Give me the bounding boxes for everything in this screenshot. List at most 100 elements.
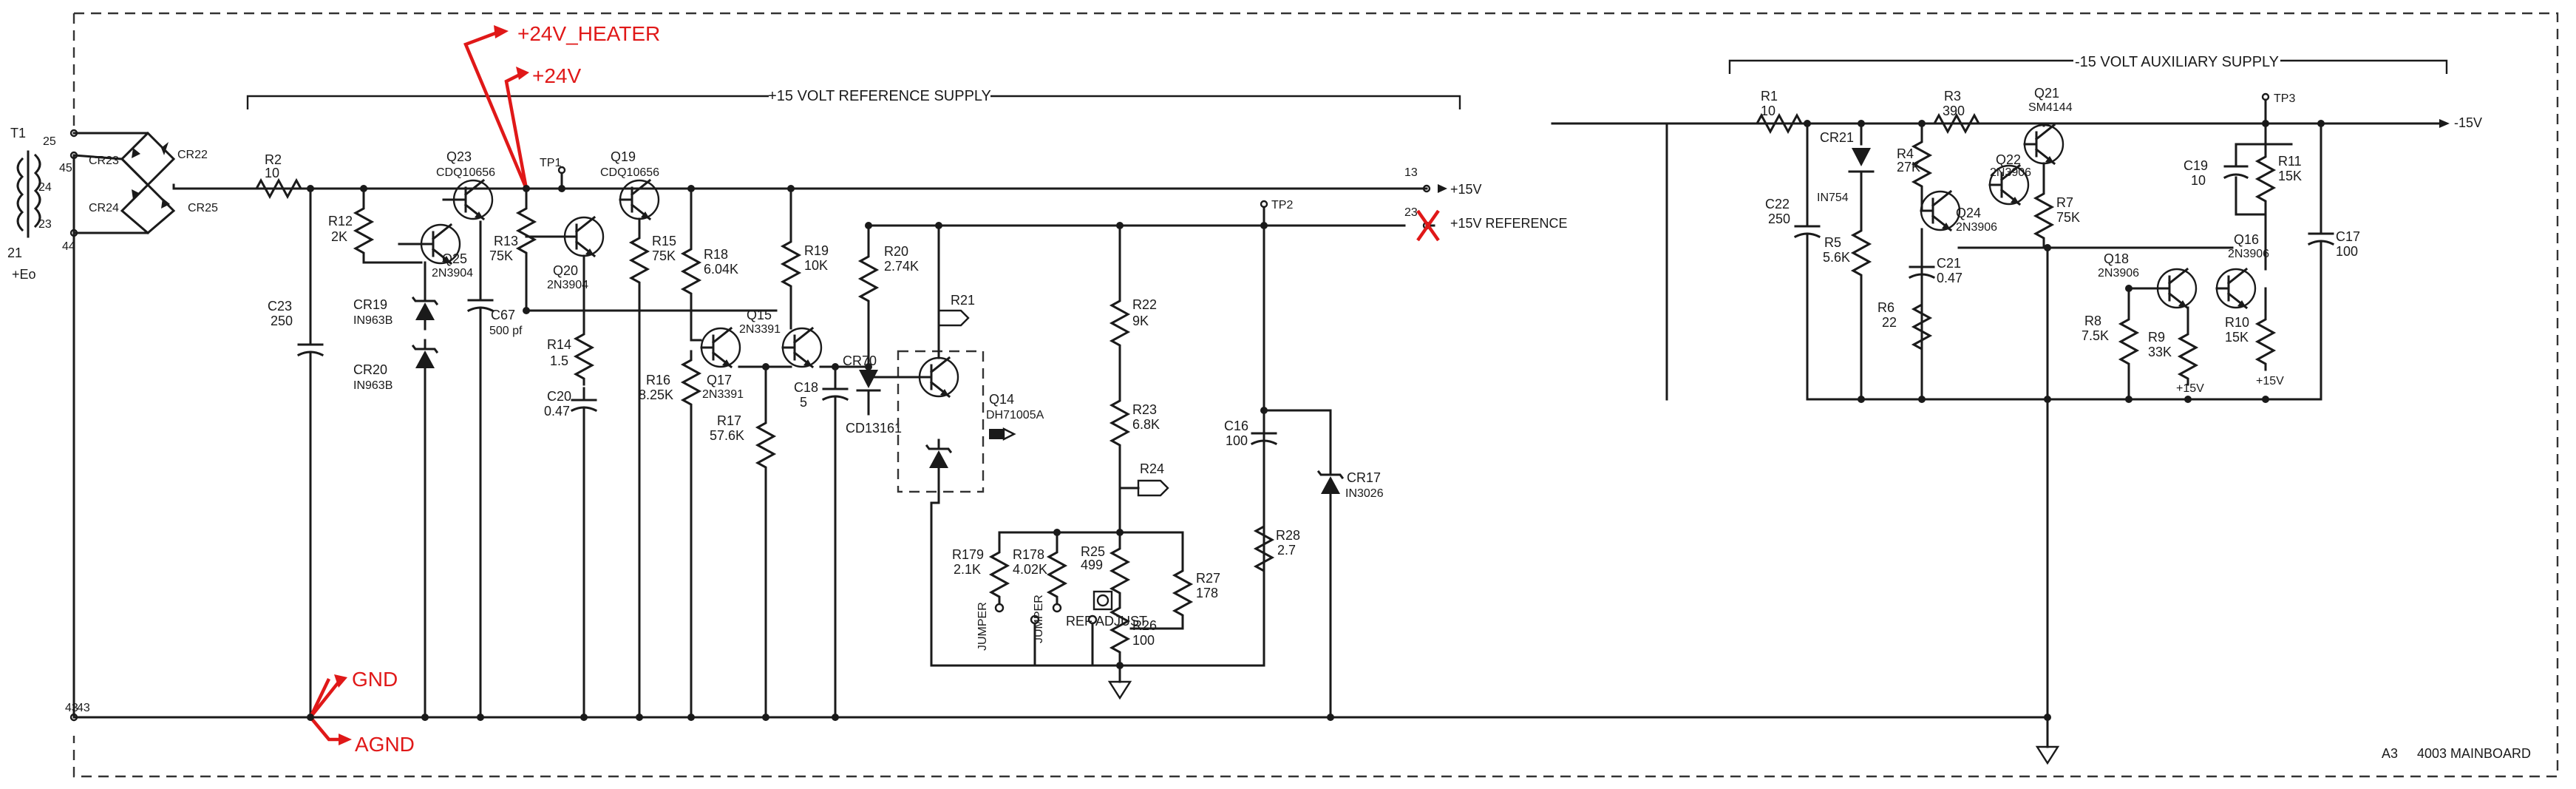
svg-text:500 pf: 500 pf (489, 325, 523, 337)
frame-border (72, 12, 2559, 778)
svg-text:R17: R17 (717, 413, 741, 428)
svg-text:CR19: CR19 (353, 297, 387, 312)
svg-text:C19: C19 (2184, 158, 2208, 173)
svg-text:DH71005A: DH71005A (986, 409, 1044, 421)
svg-text:R10: R10 (2225, 315, 2249, 330)
svg-text:9K: 9K (1132, 314, 1149, 328)
svg-text:390: 390 (1943, 104, 1965, 118)
svg-text:6.04K: 6.04K (704, 262, 738, 277)
svg-text:R4: R4 (1897, 146, 1914, 161)
svg-text:CR25: CR25 (188, 202, 218, 214)
svg-text:JUMPER: JUMPER (1033, 595, 1045, 643)
svg-text:2K: 2K (331, 229, 347, 244)
svg-text:43: 43 (77, 702, 90, 714)
svg-text:R3: R3 (1944, 89, 1961, 104)
svg-text:C17: C17 (2336, 229, 2360, 244)
svg-text:R19: R19 (804, 243, 829, 258)
svg-text:2N3906: 2N3906 (2228, 248, 2269, 260)
svg-text:2.7: 2.7 (1277, 543, 1296, 558)
svg-text:Q17: Q17 (707, 373, 732, 387)
svg-text:R18: R18 (704, 247, 728, 262)
svg-text:CD13161: CD13161 (846, 421, 902, 436)
svg-text:C67: C67 (491, 308, 515, 322)
svg-text:43: 43 (65, 702, 78, 714)
svg-text:Q21: Q21 (2034, 86, 2059, 101)
svg-text:2N3906: 2N3906 (2098, 267, 2139, 280)
aux-supply-bracket: -15 VOLT AUXILIARY SUPPLY (1728, 52, 2448, 74)
svg-text:R21: R21 (951, 293, 975, 308)
q14-package-outline (897, 350, 985, 493)
svg-text:75K: 75K (2056, 210, 2080, 225)
svg-text:R27: R27 (1196, 571, 1220, 586)
svg-text:CR22: CR22 (177, 149, 208, 161)
svg-text:5: 5 (800, 395, 807, 410)
svg-text:CR17: CR17 (1347, 470, 1381, 485)
svg-text:25: 25 (43, 135, 56, 148)
ref-supply-title: +15 VOLT REFERENCE SUPPLY (768, 88, 991, 104)
svg-text:5.6K: 5.6K (1823, 250, 1850, 265)
svg-text:R12: R12 (328, 214, 353, 228)
svg-text:4.02K: 4.02K (1013, 562, 1047, 577)
svg-text:2N3391: 2N3391 (739, 323, 781, 336)
svg-text:Q24: Q24 (1956, 206, 1981, 220)
svg-text:IN3026: IN3026 (1345, 487, 1384, 500)
svg-text:R178: R178 (1013, 547, 1044, 562)
svg-text:250: 250 (1768, 211, 1790, 226)
svg-text:250: 250 (271, 314, 293, 328)
transformer-t1: T1 21 +Eo (7, 126, 41, 282)
svg-text:+15V: +15V (1450, 182, 1482, 197)
svg-text:100: 100 (1132, 633, 1155, 648)
svg-text:15K: 15K (2225, 330, 2249, 345)
svg-text:CR21: CR21 (1820, 130, 1854, 145)
svg-text:C21: C21 (1937, 256, 1961, 271)
aux-supply-title: -15 VOLT AUXILIARY SUPPLY (2075, 54, 2279, 70)
svg-text:R8: R8 (2084, 314, 2101, 328)
svg-text:Q20: Q20 (553, 263, 578, 278)
svg-text:TP2: TP2 (1271, 199, 1293, 211)
svg-text:SM4144: SM4144 (2028, 101, 2073, 114)
svg-text:Q16: Q16 (2234, 232, 2259, 247)
svg-text:R179: R179 (952, 547, 984, 562)
svg-text:C18: C18 (794, 380, 818, 395)
svg-text:R25: R25 (1081, 544, 1105, 559)
svg-text:Q15: Q15 (747, 308, 772, 322)
svg-text:R28: R28 (1276, 528, 1300, 543)
svg-text:0.47: 0.47 (1937, 271, 1962, 285)
svg-text:R6: R6 (1877, 300, 1894, 315)
svg-text:33K: 33K (2148, 345, 2172, 359)
svg-text:Q14: Q14 (989, 392, 1014, 407)
svg-text:R5: R5 (1824, 235, 1841, 250)
svg-text:100: 100 (1226, 433, 1248, 448)
svg-text:10: 10 (2191, 173, 2206, 188)
svg-text:T1: T1 (10, 126, 26, 140)
svg-text:8.25K: 8.25K (639, 387, 673, 402)
agnd-label: AGND (355, 733, 415, 756)
sheet-label: A3 (2382, 746, 2398, 761)
svg-text:10K: 10K (804, 258, 828, 273)
svg-text:R11: R11 (2278, 154, 2302, 169)
svg-text:Q25: Q25 (442, 251, 467, 266)
svg-text:IN963B: IN963B (353, 314, 392, 327)
bridge-rectifier: CR23 CR22 CR24 CR25 25 45 24 23 44 (38, 129, 218, 722)
svg-text:IN754: IN754 (1817, 192, 1849, 204)
svg-text:R2: R2 (265, 152, 282, 167)
svg-text:100: 100 (2336, 244, 2358, 259)
svg-text:75K: 75K (652, 248, 676, 263)
svg-text:499: 499 (1081, 558, 1103, 572)
v24-label: +24V (532, 64, 581, 87)
svg-text:75K: 75K (489, 248, 513, 263)
svg-text:2N3904: 2N3904 (432, 267, 473, 280)
svg-text:15K: 15K (2278, 169, 2302, 183)
svg-text:R23: R23 (1132, 402, 1157, 417)
svg-text:27K: 27K (1897, 160, 1920, 175)
svg-text:2N3906: 2N3906 (1990, 166, 2031, 179)
svg-text:R16: R16 (646, 373, 670, 387)
svg-text:2N3906: 2N3906 (1956, 221, 1997, 234)
svg-text:C23: C23 (268, 299, 292, 314)
svg-text:R9: R9 (2148, 330, 2165, 345)
svg-text:CR24: CR24 (89, 202, 119, 214)
svg-text:0.47: 0.47 (544, 404, 570, 419)
svg-text:2N3391: 2N3391 (702, 388, 744, 401)
